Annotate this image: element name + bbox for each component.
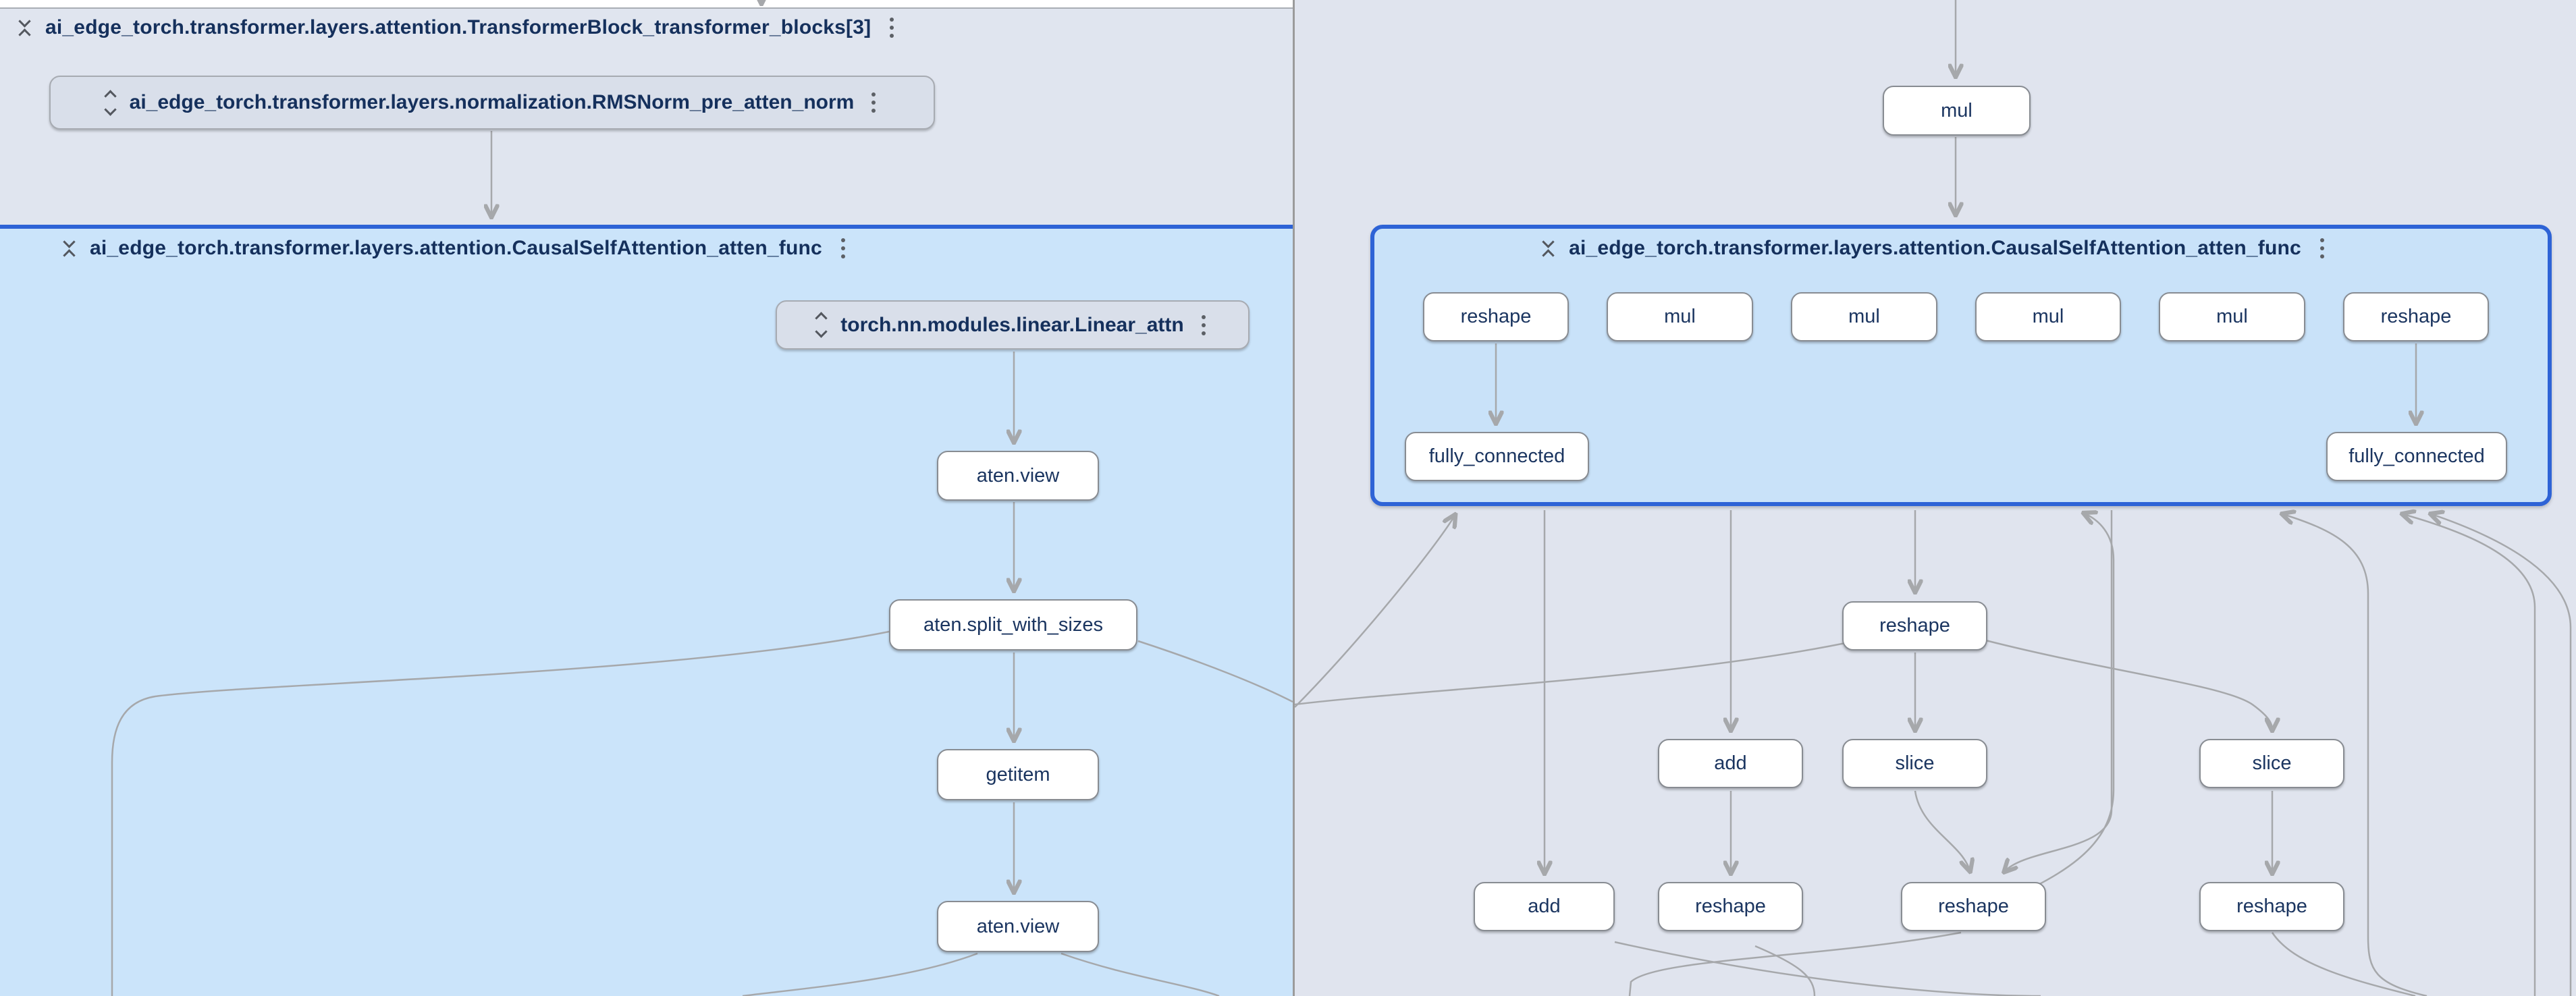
- unfold-more-icon[interactable]: [103, 89, 117, 116]
- op-node-mul-1[interactable]: mul: [1607, 292, 1753, 341]
- rmsnorm-group-node[interactable]: ai_edge_torch.transformer.layers.normali…: [49, 76, 935, 130]
- right-graph-pane[interactable]: mul ai_edge_torch.transformer.layers.att…: [1295, 0, 2576, 996]
- unfold-less-icon[interactable]: [1542, 235, 1555, 262]
- op-label: mul: [1941, 99, 1973, 121]
- op-node-getitem[interactable]: getitem: [937, 749, 1099, 800]
- op-label: aten.view: [976, 915, 1060, 937]
- op-node-mul-4[interactable]: mul: [2159, 292, 2305, 341]
- op-label: fully_connected: [1428, 445, 1565, 467]
- op-label: mul: [2216, 306, 2248, 327]
- attention-group-left-header: ai_edge_torch.transformer.layers.attenti…: [63, 235, 848, 262]
- op-node-add-bottom[interactable]: add: [1474, 882, 1615, 931]
- op-node-reshape-q[interactable]: reshape: [1423, 292, 1569, 341]
- op-node-fully-connected-right[interactable]: fully_connected: [2326, 432, 2507, 481]
- op-label: fully_connected: [2349, 445, 2485, 467]
- unfold-less-icon[interactable]: [63, 235, 76, 262]
- attention-group-right-title[interactable]: ai_edge_torch.transformer.layers.attenti…: [1569, 237, 2301, 259]
- more-vert-icon[interactable]: [838, 237, 848, 260]
- unfold-less-icon[interactable]: [18, 14, 31, 41]
- op-label: slice: [1895, 752, 1935, 774]
- attention-group-right-header: ai_edge_torch.transformer.layers.attenti…: [1295, 235, 2576, 262]
- left-graph-pane[interactable]: ai_edge_torch.transformer.layers.attenti…: [0, 0, 1293, 996]
- more-vert-icon[interactable]: [869, 91, 878, 114]
- op-node-aten-view-2[interactable]: aten.view: [937, 901, 1099, 952]
- pane-divider[interactable]: [1293, 0, 1295, 996]
- op-node-reshape-b1[interactable]: reshape: [1658, 882, 1803, 931]
- more-vert-icon[interactable]: [1199, 314, 1208, 337]
- op-node-reshape-k[interactable]: reshape: [2343, 292, 2489, 341]
- op-node-mul-top[interactable]: mul: [1883, 86, 2031, 136]
- op-label: aten.view: [976, 464, 1060, 487]
- op-label: aten.split_with_sizes: [923, 613, 1103, 636]
- op-node-mul-3[interactable]: mul: [1975, 292, 2121, 341]
- more-vert-icon[interactable]: [2317, 237, 2327, 260]
- op-label: mul: [2032, 306, 2064, 327]
- attention-group-left-title[interactable]: ai_edge_torch.transformer.layers.attenti…: [90, 237, 822, 259]
- op-label: mul: [1664, 306, 1696, 327]
- op-node-mul-2[interactable]: mul: [1791, 292, 1937, 341]
- op-node-fully-connected-left[interactable]: fully_connected: [1405, 432, 1589, 481]
- op-node-slice-2[interactable]: slice: [2199, 739, 2344, 788]
- op-node-reshape-b2[interactable]: reshape: [1901, 882, 2046, 931]
- op-label: add: [1714, 752, 1747, 774]
- op-label: getitem: [986, 763, 1050, 785]
- op-label: reshape: [2380, 306, 2452, 327]
- op-label: reshape: [1879, 615, 1950, 636]
- op-node-aten-split-with-sizes[interactable]: aten.split_with_sizes: [889, 599, 1137, 651]
- op-label: reshape: [1695, 895, 1766, 917]
- linear-group-node[interactable]: torch.nn.modules.linear.Linear_attn: [776, 300, 1250, 350]
- op-node-aten-view-1[interactable]: aten.view: [937, 451, 1099, 501]
- op-label: reshape: [1938, 895, 2009, 917]
- more-vert-icon[interactable]: [887, 16, 896, 39]
- linear-group-label: torch.nn.modules.linear.Linear_attn: [840, 313, 1184, 336]
- op-node-reshape-mid[interactable]: reshape: [1842, 601, 1987, 651]
- unfold-more-icon[interactable]: [815, 312, 828, 338]
- op-node-reshape-b3[interactable]: reshape: [2199, 882, 2344, 931]
- transformer-block-header: ai_edge_torch.transformer.layers.attenti…: [18, 14, 896, 41]
- op-node-add-mid[interactable]: add: [1658, 739, 1803, 788]
- op-node-slice-1[interactable]: slice: [1842, 739, 1987, 788]
- op-label: slice: [2252, 752, 2292, 774]
- transformer-block-title[interactable]: ai_edge_torch.transformer.layers.attenti…: [45, 16, 871, 38]
- op-label: reshape: [1460, 306, 1532, 327]
- op-label: mul: [1848, 306, 1880, 327]
- op-label: add: [1528, 895, 1561, 917]
- op-label: reshape: [2236, 895, 2307, 917]
- rmsnorm-group-label: ai_edge_torch.transformer.layers.normali…: [129, 91, 855, 113]
